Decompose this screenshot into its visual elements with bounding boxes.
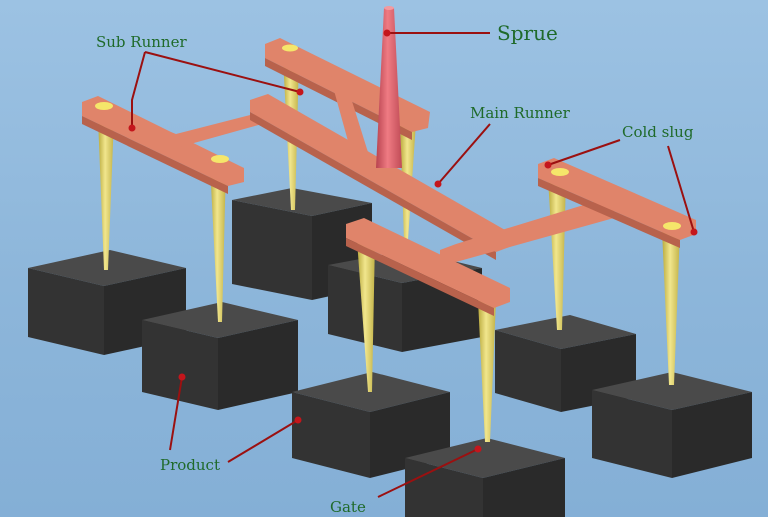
leader-product-left xyxy=(169,376,183,451)
gate-cone xyxy=(210,165,226,322)
label-sprue: Sprue xyxy=(497,21,558,45)
leader-dots xyxy=(128,29,698,453)
runner-connector xyxy=(160,112,262,148)
sprue-cone xyxy=(376,6,402,168)
leader-sub-runner-back xyxy=(144,51,301,93)
leader-sub-runner-left xyxy=(131,51,146,128)
gate-cone xyxy=(357,240,375,392)
product-block xyxy=(592,372,752,478)
leader-lines xyxy=(131,32,695,498)
label-cold-slug: Cold slug xyxy=(622,123,694,141)
leader-gate xyxy=(377,448,479,498)
label-product: Product xyxy=(160,456,220,474)
runner-connector xyxy=(440,200,614,262)
sub-runner-front xyxy=(346,218,510,316)
runner-connector xyxy=(330,76,372,170)
leader-cold-slug-right xyxy=(667,145,695,233)
cold-slug-mark xyxy=(95,102,113,110)
cold-slug-mark xyxy=(551,168,569,176)
sub-runner-right xyxy=(538,158,696,248)
label-main-runner: Main Runner xyxy=(470,104,571,122)
gate-cone xyxy=(662,230,680,385)
label-sub-runner: Sub Runner xyxy=(96,33,187,51)
label-gate: Gate xyxy=(330,498,366,516)
leader-cold-slug-left xyxy=(547,139,621,166)
main-runner xyxy=(250,94,512,260)
gate-cone xyxy=(98,118,114,270)
gate-cone xyxy=(548,178,566,330)
leader-main-runner xyxy=(437,123,491,185)
cold-slug-mark xyxy=(663,222,681,230)
cold-slug-mark xyxy=(211,155,229,163)
gate-cone xyxy=(478,300,496,442)
leader-product-right xyxy=(227,419,299,463)
cold-slug-mark xyxy=(282,44,298,52)
product-block xyxy=(405,438,565,517)
